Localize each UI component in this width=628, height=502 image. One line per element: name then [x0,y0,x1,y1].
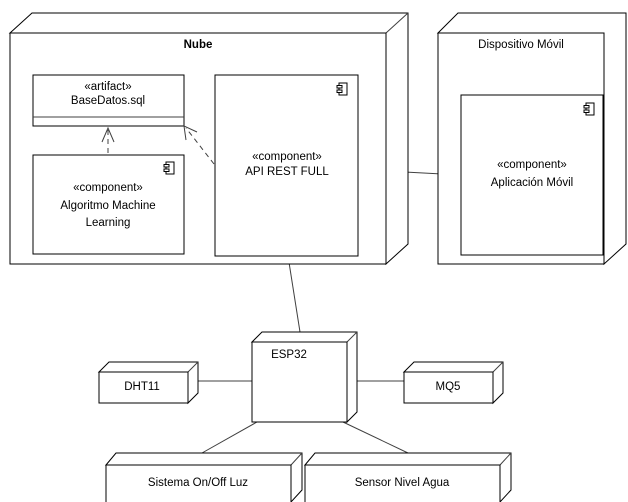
api-to-esp32-link [287,255,301,333]
artifact-name: BaseDatos.sql [71,95,145,107]
node-sensor-agua-label: Sensor Nivel Agua [355,477,450,489]
component-algoritmo-ml[interactable]: «component» Algoritmo Machine Learning [32,154,185,255]
node-sistema-luz[interactable]: Sistema On/Off Luz [104,452,303,502]
dependency-api-to-basedatos [183,125,215,165]
component-ml-stereotype: «component» [73,182,143,194]
node-sensor-agua[interactable]: Sensor Nivel Agua [303,452,512,502]
artifact-stereotype: «artifact» [84,81,131,93]
dependency-ml-to-basedatos [101,126,115,153]
node-dht11-label: DHT11 [124,381,160,393]
node-dht11[interactable]: DHT11 [97,361,199,405]
component-api-rest[interactable]: «component» API REST FULL [214,74,359,257]
component-app-stereotype: «component» [497,159,567,171]
node-esp32-label: ESP32 [271,349,307,361]
node-esp32[interactable]: ESP32 [250,331,358,424]
artifact-basedatos[interactable]: «artifact» BaseDatos.sql [32,74,185,127]
node-mq5[interactable]: MQ5 [402,361,504,405]
component-aplicacion-movil[interactable]: «component» Aplicación Móvil [460,94,604,256]
esp32-to-agua-link [342,421,409,454]
node-mq5-label: MQ5 [436,381,461,393]
node-dispositivo-movil-label: Dispositivo Móvil [478,39,564,51]
component-api-stereotype: «component» [252,151,322,163]
component-ml-name-line1: Algoritmo Machine [60,200,155,212]
component-app-name: Aplicación Móvil [491,177,573,189]
node-nube-label: Nube [184,39,213,51]
component-api-name: API REST FULL [245,166,329,178]
esp32-to-luz-link [201,421,258,454]
node-sistema-luz-label: Sistema On/Off Luz [148,477,248,489]
component-ml-name-line2: Learning [86,217,131,229]
